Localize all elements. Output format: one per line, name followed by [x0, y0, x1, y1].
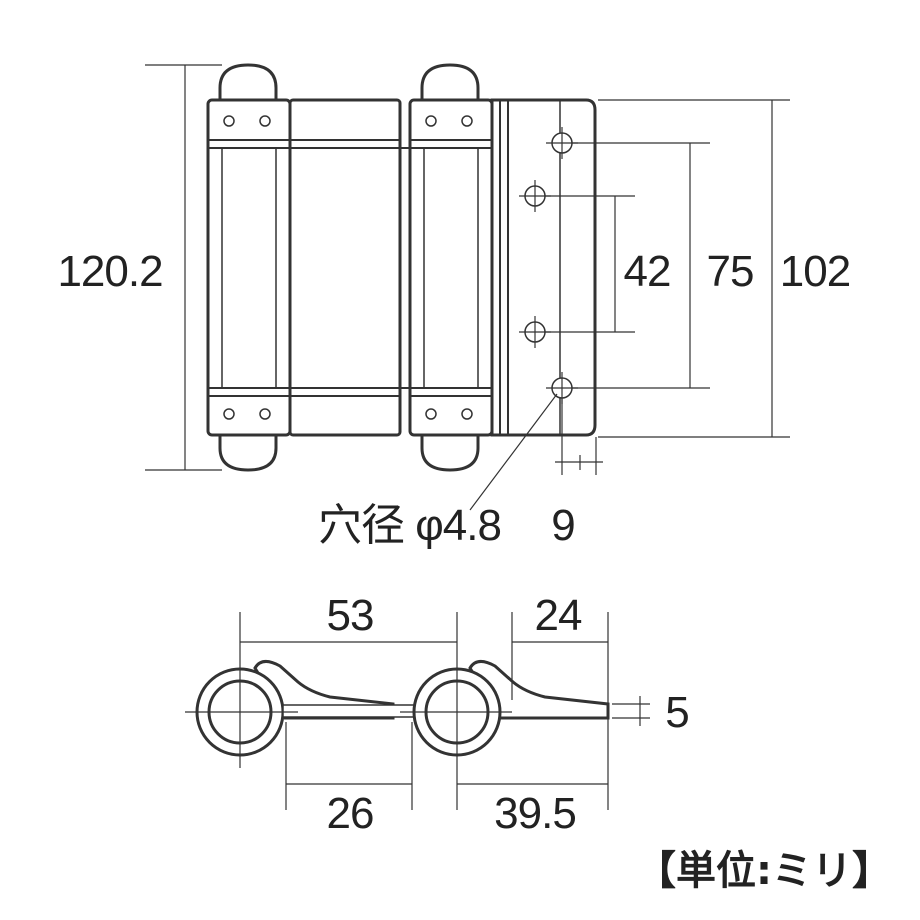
dim-outer-span-label: 39.5: [494, 789, 576, 838]
left-barrel-screw: [259, 115, 271, 127]
dimension-total-height: 120.2: [57, 64, 222, 471]
hole-diameter-label: 穴径 φ4.8: [318, 501, 501, 550]
dimension-barrel-pitch: 53: [240, 591, 457, 643]
dim-plate-height-label: 102: [780, 247, 850, 296]
dim-barrel-pitch-label: 53: [327, 591, 374, 640]
dim-outer-hole-pitch-label: 75: [707, 247, 754, 296]
right-barrel-screw: [461, 408, 473, 420]
center-lines: [185, 612, 512, 810]
dimension-hole-offset: 9: [551, 398, 603, 550]
dim-leaf-length-label: 24: [535, 591, 582, 640]
dimension-inner-hole-pitch: 42: [545, 195, 671, 333]
dimension-outer-hole-pitch: 75: [572, 142, 754, 389]
left-barrel-screw: [259, 408, 271, 420]
right-knuckle: [412, 660, 610, 757]
center-plate: [288, 98, 412, 437]
connecting-plate: [282, 704, 419, 718]
right-barrel: [408, 98, 494, 437]
dim-hole-offset-label: 9: [551, 501, 574, 550]
right-barrel-caps: [420, 63, 480, 472]
dimension-outer-span: 39.5: [457, 783, 608, 838]
dim-thickness-label: 5: [665, 688, 688, 737]
dim-inner-hole-pitch-label: 42: [624, 247, 671, 296]
dim-total-height-label: 120.2: [57, 247, 162, 296]
right-barrel-screw: [425, 408, 437, 420]
right-barrel-screw: [425, 115, 437, 127]
hole-diameter-callout: 穴径 φ4.8: [318, 393, 558, 550]
left-barrel: [206, 98, 292, 437]
left-barrel-screw: [223, 115, 235, 127]
mounting-leaf: [490, 98, 597, 437]
dimension-plate-height: 102: [598, 99, 851, 438]
dimension-inner-gap: 26: [285, 722, 413, 838]
left-barrel-screw: [223, 408, 235, 420]
left-barrel-caps: [218, 63, 278, 472]
right-barrel-screw: [461, 115, 473, 127]
dimension-thickness: 5: [612, 688, 690, 737]
dim-inner-gap-label: 26: [327, 789, 374, 838]
dimension-leaf-length: 24: [511, 591, 609, 810]
unit-note: 【単位:ミリ】: [636, 848, 892, 894]
front-view: 120.2 102 75 42 9: [57, 63, 851, 550]
top-view: 53 24 5 26 39.5: [185, 591, 690, 838]
